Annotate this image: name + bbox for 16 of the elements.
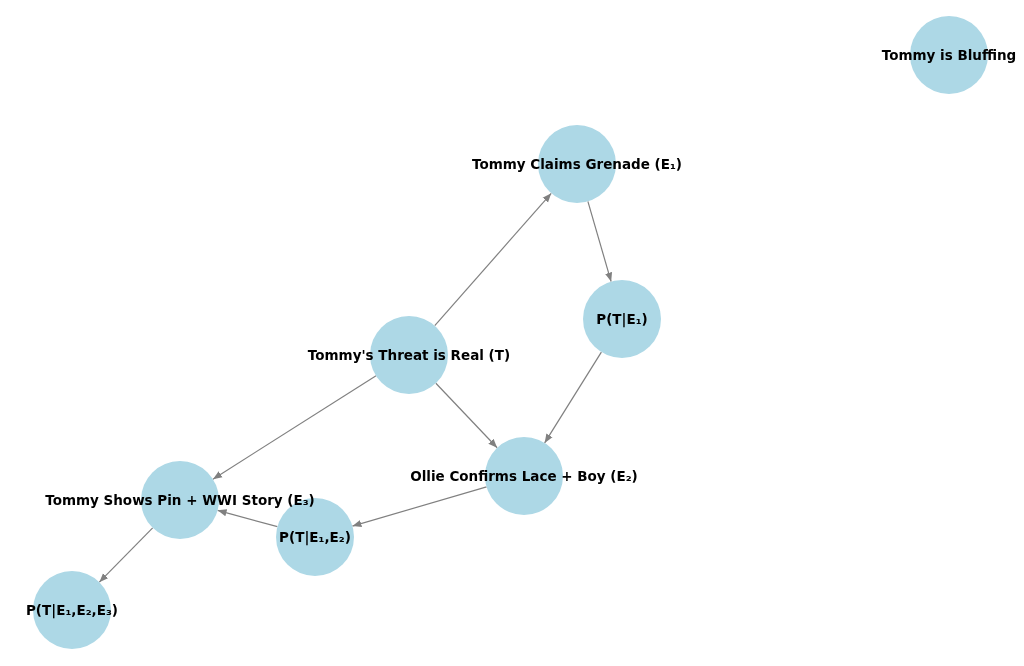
arrow [98,527,154,583]
node-label: Tommy's Threat is Real (T) [307,347,511,363]
node-label: Ollie Confirms Lace + Boy (E₂) [410,468,638,484]
arrow [217,509,278,528]
node-label: Tommy is Bluffing [881,47,1017,63]
arrow [435,382,498,449]
node-label: Tommy Claims Grenade (E₁) [472,156,682,172]
arrow [351,486,488,527]
node-label: P(T|E₁,E₂,E₃) [26,602,118,618]
arrow [434,192,552,327]
arrow [212,375,377,480]
arrow [587,200,613,283]
node-label: P(T|E₁,E₂) [279,529,351,545]
node-label: P(T|E₁) [596,311,648,327]
node-label: Tommy Shows Pin + WWI Story (E₃) [45,492,315,508]
arrow [544,351,602,444]
